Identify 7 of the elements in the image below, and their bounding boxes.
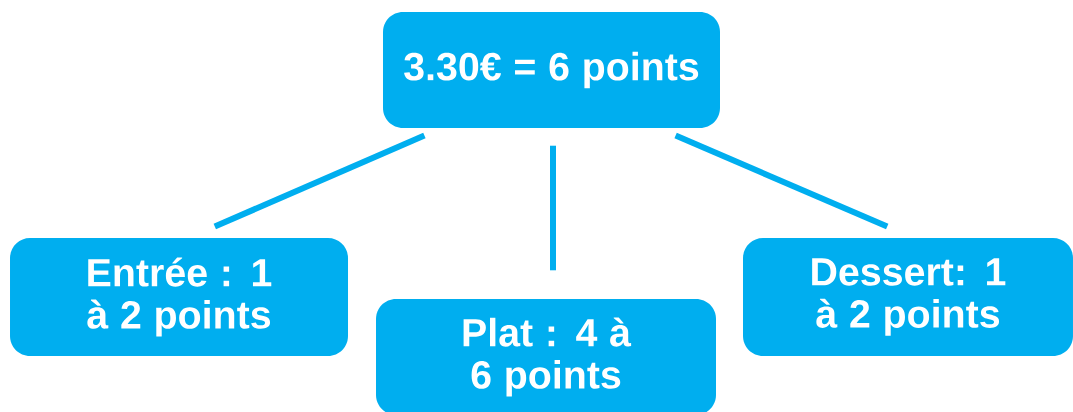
- rounded-box: Entrée : 1 à 2 points: [10, 238, 348, 356]
- rounded-box: 3.30€ = 6 points: [383, 12, 720, 128]
- rounded-box: Dessert: 1 à 2 points: [743, 238, 1073, 356]
- connector-line: [550, 145, 556, 271]
- rounded-box: Plat : 4 à 6 points: [376, 299, 716, 412]
- connector-line: [213, 132, 426, 230]
- connector-line: [674, 132, 889, 230]
